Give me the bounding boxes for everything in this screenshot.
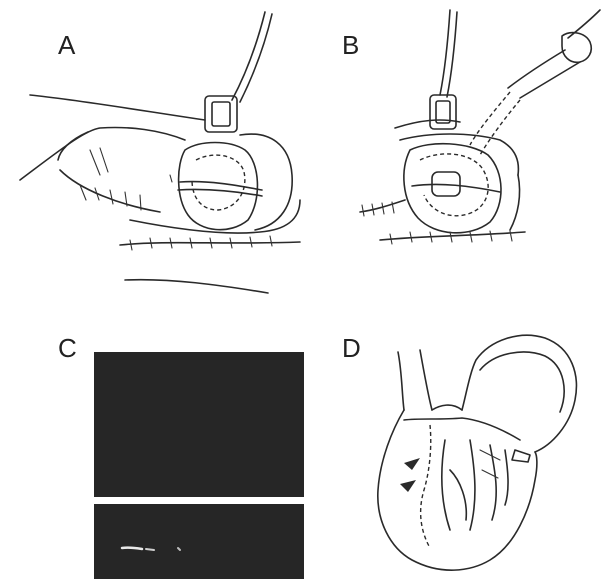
arrowhead-upper	[404, 458, 420, 470]
echo-image-top	[94, 352, 304, 497]
panel-d-drawing	[378, 335, 577, 570]
panel-a-drawing	[20, 12, 300, 293]
panel-b-drawing	[360, 10, 600, 244]
arrowhead-lower	[400, 480, 416, 492]
echo-signal	[94, 504, 304, 579]
echo-image-bottom	[94, 504, 304, 579]
